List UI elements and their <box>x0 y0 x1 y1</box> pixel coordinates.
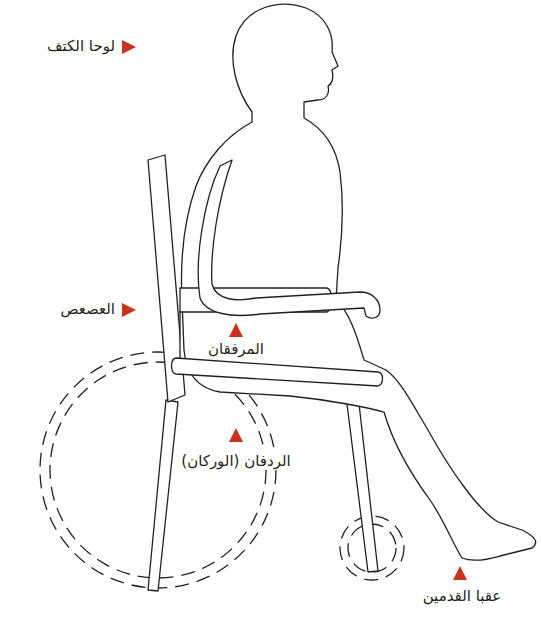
body-part-label: الردفان (الوركان) <box>179 452 292 470</box>
person-outline <box>182 4 536 560</box>
body-part-label: العصعص <box>58 300 117 318</box>
pressure-marker <box>122 40 467 580</box>
person-arm <box>198 160 380 318</box>
body-part-label: لوحا الكتف <box>45 37 117 55</box>
body-part-label: عقبا القدمين <box>421 587 504 605</box>
body-part-label: المرفقان <box>206 340 266 358</box>
